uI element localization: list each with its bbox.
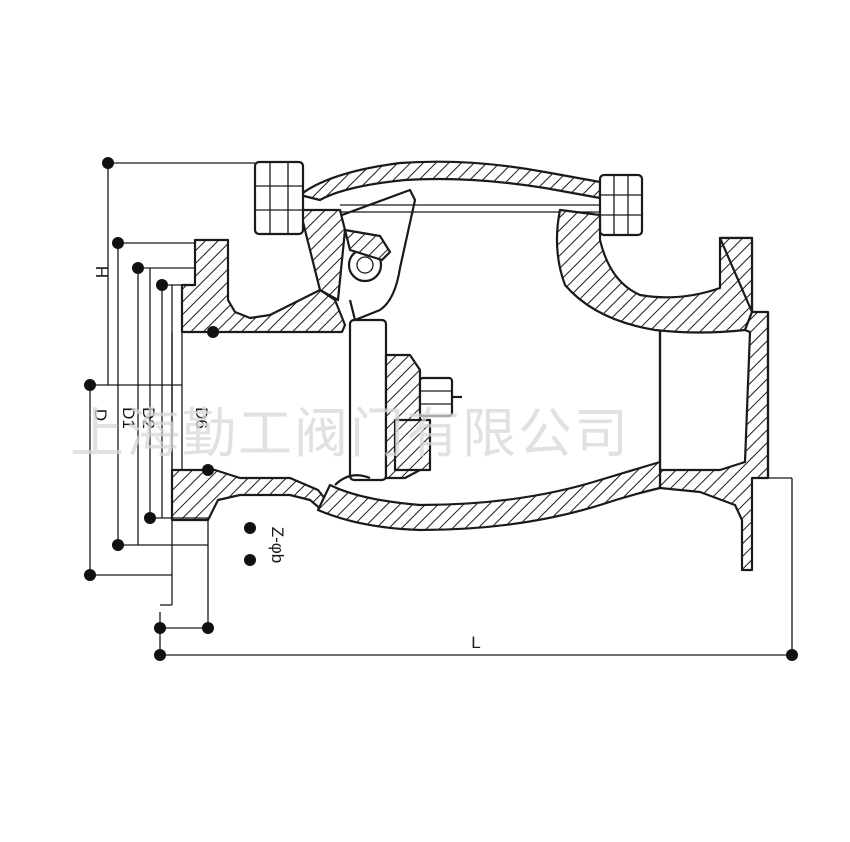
bonnet-bolt-right xyxy=(598,173,644,237)
dimension-dots xyxy=(84,157,798,661)
bonnet-bolt-left xyxy=(253,160,305,236)
valve-body xyxy=(170,160,770,572)
body-right-upper xyxy=(555,208,754,334)
label-L: L xyxy=(471,633,480,652)
dimension-labels: H D D1 D2 D6 Z-φb L xyxy=(91,266,481,652)
label-Z-phi-b: Z-φb xyxy=(268,527,287,564)
body-bottom xyxy=(316,460,662,532)
dimension-lines xyxy=(89,162,793,656)
disc-arm xyxy=(341,188,417,322)
label-D1: D1 xyxy=(119,407,138,429)
disc-nut-lower xyxy=(393,418,432,472)
right-flange xyxy=(658,236,770,572)
label-D: D xyxy=(91,409,110,421)
label-H: H xyxy=(92,266,111,278)
label-D2: D2 xyxy=(139,407,158,429)
watermark-text: 上海勤工阀门有限公司 xyxy=(70,402,630,465)
bonnet xyxy=(298,160,602,202)
left-flange-lower xyxy=(170,468,332,522)
label-D6: D6 xyxy=(192,407,211,429)
bonnet-neck-left xyxy=(298,208,347,302)
